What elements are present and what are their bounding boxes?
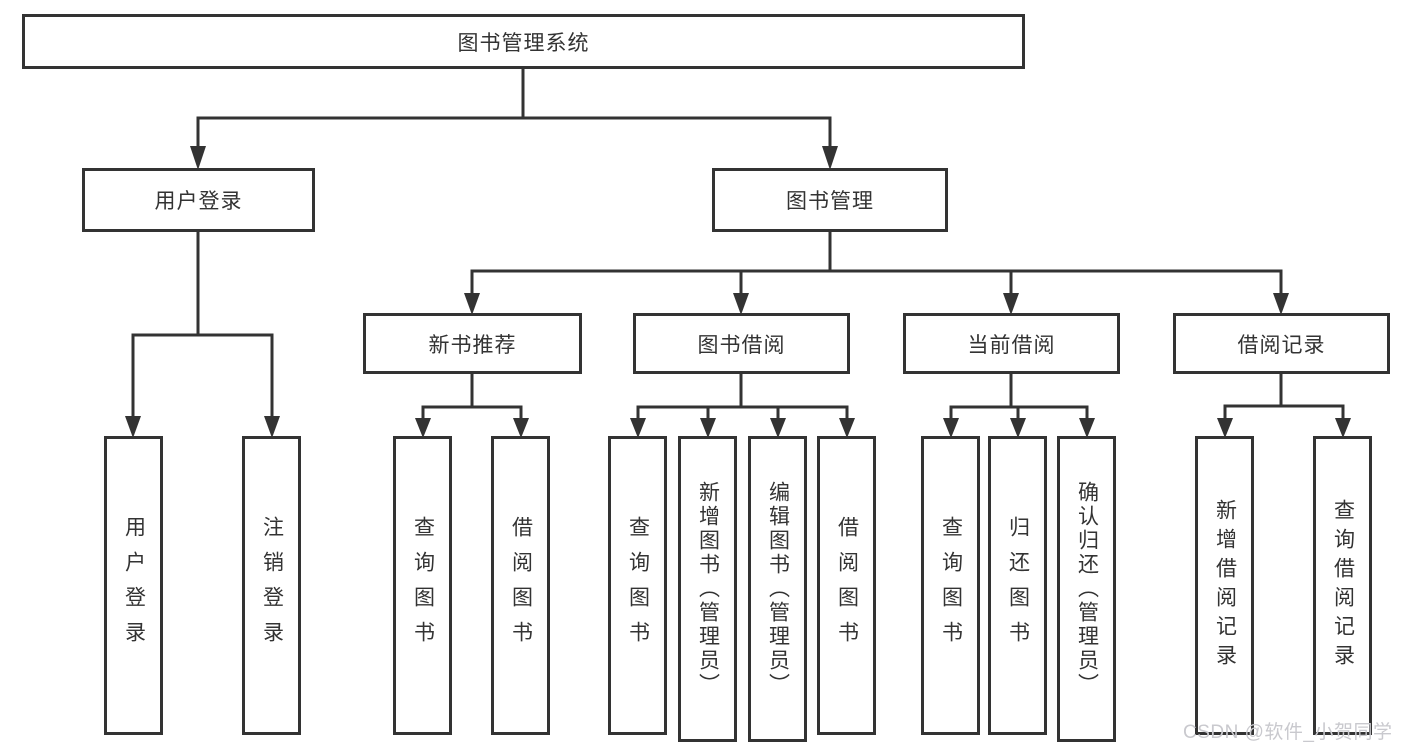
node-leaf-query-book: 查询图书 [393,436,452,735]
node-label: 查询借阅记录 [1331,498,1355,673]
node-label: 借阅图书 [509,515,533,656]
node-book-borrowing: 图书借阅 [633,313,850,374]
node-label: 注销登录 [260,515,284,656]
arrow-heads [125,146,1351,438]
node-label: 新书推荐 [428,333,517,357]
node-leaf-query-book: 查询图书 [608,436,667,735]
node-label: 用户登录 [122,515,146,656]
node-label: 借阅记录 [1237,333,1326,357]
node-label: 归还图书 [1006,515,1030,656]
node-leaf-query-borrow-record: 查询借阅记录 [1313,436,1372,735]
node-label: 编辑图书（管理员） [766,481,790,697]
node-new-book-recommendation: 新书推荐 [363,313,582,374]
node-label: 当前借阅 [967,333,1056,357]
node-leaf-add-borrow-record: 新增借阅记录 [1195,436,1254,735]
node-label: 用户登录 [154,190,243,213]
node-label: 图书管理系统 [457,31,590,55]
node-leaf-add-book-admin: 新增图书（管理员） [678,436,737,742]
node-label: 新增图书（管理员） [696,481,720,697]
node-label: 图书管理 [786,190,874,213]
node-leaf-edit-book-admin: 编辑图书（管理员） [748,436,807,742]
node-system-root: 图书管理系统 [22,14,1025,69]
node-leaf-confirm-return-admin: 确认归还（管理员） [1057,436,1116,742]
node-label: 查询图书 [411,515,435,656]
node-label: 确认归还（管理员） [1075,481,1099,697]
node-leaf-borrow-book: 借阅图书 [491,436,550,735]
node-leaf-user-login: 用户登录 [104,436,163,735]
node-label: 图书借阅 [697,333,786,357]
watermark: CSDN @软件_小贺同学 [1183,722,1393,743]
node-label: 查询图书 [626,515,650,656]
node-book-management-module: 图书管理 [712,168,948,232]
node-label: 新增借阅记录 [1213,498,1237,673]
node-user-login-module: 用户登录 [82,168,315,232]
node-leaf-return-book: 归还图书 [988,436,1047,735]
node-leaf-query-book: 查询图书 [921,436,980,735]
node-current-borrowing: 当前借阅 [903,313,1120,374]
node-borrowing-records: 借阅记录 [1173,313,1390,374]
node-leaf-borrow-book: 借阅图书 [817,436,876,735]
node-label: 查询图书 [939,515,963,656]
node-label: 借阅图书 [835,515,859,656]
node-leaf-logout: 注销登录 [242,436,301,735]
